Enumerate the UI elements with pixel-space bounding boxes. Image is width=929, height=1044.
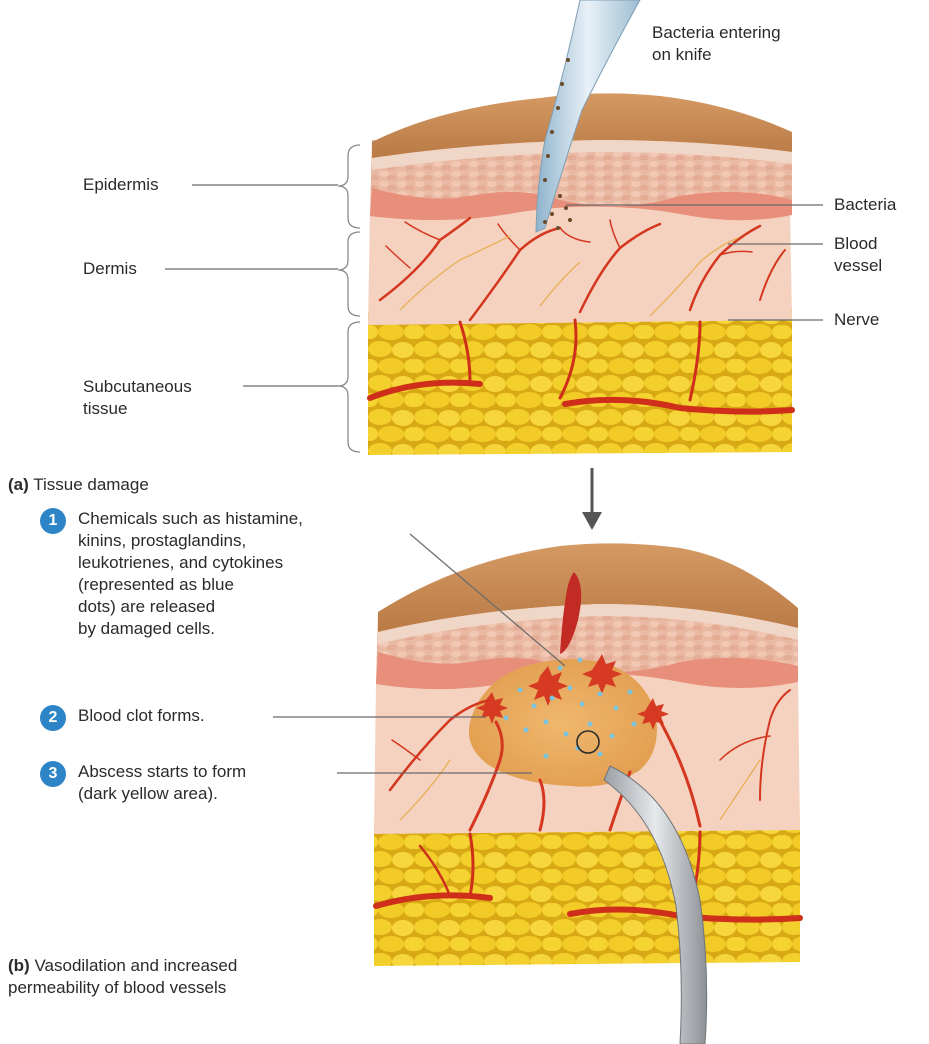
panel-a-caption: (a) Tissue damage [8, 474, 149, 496]
label-nerve: Nerve [834, 309, 879, 331]
skin-block-b [374, 543, 800, 966]
down-arrow-icon [582, 468, 602, 530]
skin-block-a [368, 93, 792, 455]
step-3-text: Abscess starts to form (dark yellow area… [78, 761, 246, 805]
step-2-badge: 2 [40, 705, 66, 731]
panel-b-caption: (b) Vasodilation and increased permeabil… [8, 955, 237, 999]
dermis-layer-a [368, 203, 792, 325]
layer-brackets [338, 145, 360, 452]
step-1-badge: 1 [40, 508, 66, 534]
label-bacteria: Bacteria [834, 194, 896, 216]
label-dermis: Dermis [83, 258, 137, 280]
label-epidermis: Epidermis [83, 174, 159, 196]
panel-a-letter: (a) [8, 475, 29, 494]
label-blood-vessel: Blood vessel [834, 233, 882, 277]
label-subcutaneous: Subcutaneous tissue [83, 376, 192, 420]
label-bacteria-entering: Bacteria entering on knife [652, 22, 781, 66]
subcutaneous-layer-b [374, 818, 800, 966]
panel-b-title: Vasodilation and increased [34, 956, 237, 975]
panel-a-title: Tissue damage [33, 475, 149, 494]
step-1: 1 Chemicals such as histamine, kinins, p… [40, 508, 303, 640]
step-2-text: Blood clot forms. [78, 705, 205, 727]
step-2: 2 Blood clot forms. [40, 705, 205, 731]
step-3: 3 Abscess starts to form (dark yellow ar… [40, 761, 246, 805]
step-3-badge: 3 [40, 761, 66, 787]
panel-b-letter: (b) [8, 956, 30, 975]
panel-b-title-line2: permeability of blood vessels [8, 978, 226, 997]
step-1-text: Chemicals such as histamine, kinins, pro… [78, 508, 303, 640]
